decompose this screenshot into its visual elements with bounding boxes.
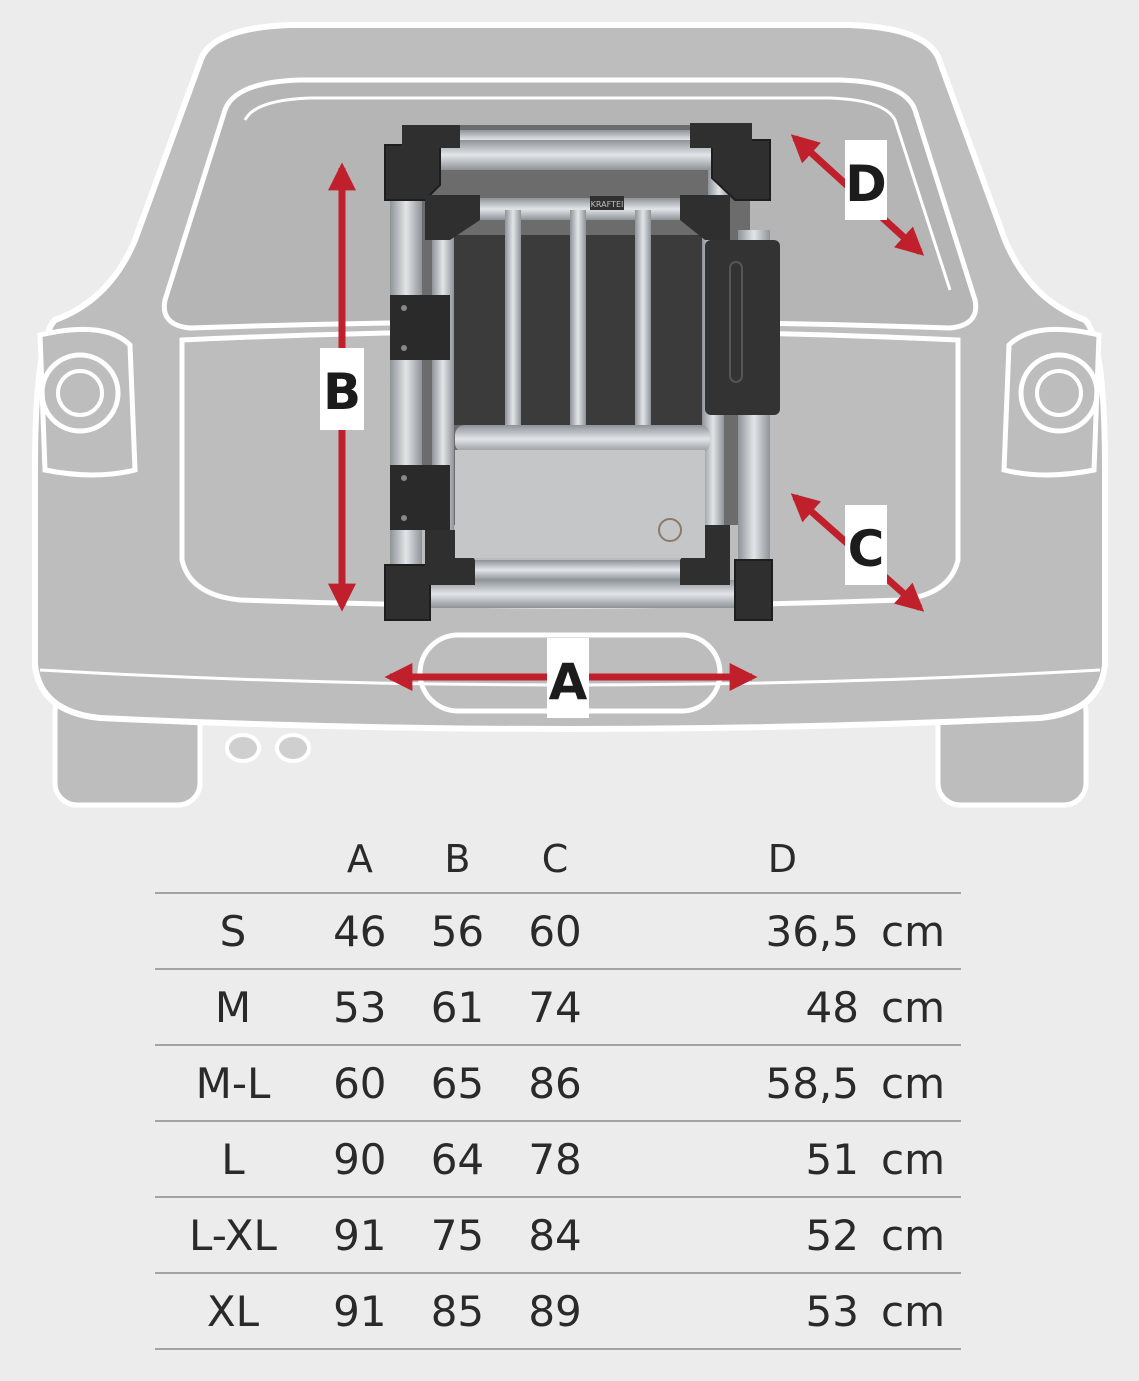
label-box-a: A [547,638,589,718]
unit-label: cm [880,1134,945,1184]
unit-label: cm [880,1058,945,1108]
value-d: 53 [805,1286,859,1336]
value-d: 51 [805,1134,859,1184]
dimension-label-c: C [848,520,885,578]
header-d: D [767,837,798,881]
value-c-cell: 84 [506,1196,604,1273]
value-d: 52 [805,1210,859,1260]
value-a-cell: 91 [311,1272,409,1350]
unit-label: cm [880,1286,945,1336]
header-size [155,826,311,893]
dimension-label-a: A [549,653,588,711]
value-a-cell: 91 [311,1196,409,1273]
value-b-cell: 56 [408,892,507,969]
unit-label: cm [880,1210,945,1260]
header-b: B [444,837,471,881]
value-d: 36,5 [765,906,859,956]
value-a-cell: 53 [311,968,409,1045]
value-d-cell: 48 cm [603,968,961,1045]
label-box-b: B [320,348,364,430]
car-crate-diagram: KRAFTEI A [32,22,1108,808]
exhaust-pipes [225,733,311,763]
size-cell: M-L [155,1044,311,1121]
right-tail-light [1001,326,1102,478]
unit-label: cm [880,982,945,1032]
value-b-cell: 85 [408,1272,507,1350]
table-row: S 46 56 60 36,5 cm [155,892,961,969]
size-table: A B C D S 46 56 60 36,5 cm M 53 61 74 48 c… [155,826,961,1350]
unit-label: cm [880,906,945,956]
value-d-cell: 58,5 cm [603,1044,961,1121]
size-cell: L [155,1120,311,1197]
crate-hinges [390,295,450,530]
value-c-cell: 74 [506,968,604,1045]
table-row: L-XL 91 75 84 52 cm [155,1196,961,1273]
crate-emblem [658,518,682,542]
crate-latch [705,240,780,415]
table-row: M-L 60 65 86 58,5 cm [155,1044,961,1121]
value-c-cell: 89 [506,1272,604,1350]
size-cell: S [155,892,311,969]
dimension-label-d: D [845,155,887,213]
value-d-cell: 52 cm [603,1196,961,1273]
value-c-cell: 60 [506,892,604,969]
value-c-cell: 86 [506,1044,604,1121]
value-a-cell: 90 [311,1120,409,1197]
value-c-cell: 78 [506,1120,604,1197]
value-d-cell: 36,5 cm [603,892,961,969]
size-cell: XL [155,1272,311,1350]
header-c: C [541,837,569,881]
header-a: A [346,837,373,881]
left-tail-light [37,326,138,478]
value-b-cell: 75 [408,1196,507,1273]
label-box-c: C [845,505,887,585]
dog-crate: KRAFTEI [384,123,780,621]
value-a-cell: 46 [311,892,409,969]
size-cell: M [155,968,311,1045]
table-row: XL 91 85 89 53 cm [155,1272,961,1350]
value-b-cell: 61 [408,968,507,1045]
value-b-cell: 64 [408,1120,507,1197]
value-b-cell: 65 [408,1044,507,1121]
crate-brand: KRAFTEI [591,200,624,209]
label-box-d: D [845,140,887,220]
value-a-cell: 60 [311,1044,409,1121]
value-d-cell: 51 cm [603,1120,961,1197]
table-row: L 90 64 78 51 cm [155,1120,961,1197]
crate-brand-plate [590,196,624,210]
size-cell: L-XL [155,1196,311,1273]
value-d: 58,5 [765,1058,859,1108]
value-d: 48 [805,982,859,1032]
dimension-label-b: B [323,363,361,421]
value-d-cell: 53 cm [603,1272,961,1350]
table-row: M 53 61 74 48 cm [155,968,961,1045]
table-header-row: A B C D [155,826,961,893]
